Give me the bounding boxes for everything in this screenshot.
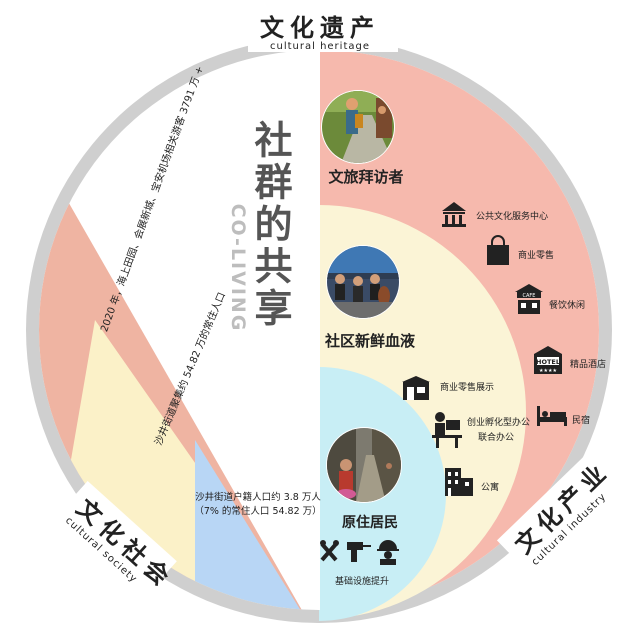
group-label-visitors: 文旅拜访者 xyxy=(328,168,403,186)
heritage-title: 文化遗产 xyxy=(260,14,380,42)
svg-text:★★★★: ★★★★ xyxy=(539,368,557,374)
coliving-text: CO-LIVING xyxy=(227,204,249,333)
function-label-9: 基础设施提升 xyxy=(335,575,389,587)
tourists-photo xyxy=(321,90,395,164)
musicians-photo xyxy=(326,245,400,319)
shopping-bag-icon xyxy=(487,235,509,265)
shop-icon xyxy=(402,376,430,400)
worker-icon xyxy=(377,540,399,565)
registered-stat-line2: （7% 的常住人口 54.82 万） xyxy=(194,505,321,517)
function-label-7: 联合办公 xyxy=(478,431,514,443)
function-label-6: 创业孵化型办公 xyxy=(467,416,530,428)
drill-icon xyxy=(347,542,371,562)
function-label-4: 民宿 xyxy=(572,414,590,426)
office-icon xyxy=(432,412,462,448)
group-label-residents: 原住居民 xyxy=(342,514,398,531)
apartment-icon xyxy=(445,468,473,496)
cafe-icon: CAFE xyxy=(515,284,543,314)
function-label-2: 餐饮休闲 xyxy=(549,299,585,311)
tools-icon xyxy=(320,540,339,562)
center-title: 社群的共享 xyxy=(248,120,292,330)
museum-icon xyxy=(442,202,466,227)
resident-photo xyxy=(326,427,402,503)
svg-text:CAFE: CAFE xyxy=(523,293,536,299)
function-label-3: 精品酒店 xyxy=(570,358,606,370)
hotel-icon: HOTEL ★★★★ xyxy=(534,346,562,374)
svg-text:HOTEL: HOTEL xyxy=(536,358,560,366)
function-label-8: 公寓 xyxy=(481,481,499,493)
heritage-label-bg xyxy=(248,10,398,52)
blue-band xyxy=(195,440,319,610)
registered-stat-line1: 沙井街道户籍人口约 3.8 万人 xyxy=(195,491,321,503)
coliving-label: CO-LIVING xyxy=(227,204,249,333)
function-label-1: 商业零售 xyxy=(518,249,554,261)
function-label-5: 商业零售展示 xyxy=(440,381,494,393)
group-label-newblood: 社区新鲜血液 xyxy=(324,332,416,350)
function-label-0: 公共文化服务中心 xyxy=(476,210,548,222)
heritage-subtitle: cultural heritage xyxy=(270,41,370,52)
bed-icon xyxy=(537,406,567,426)
